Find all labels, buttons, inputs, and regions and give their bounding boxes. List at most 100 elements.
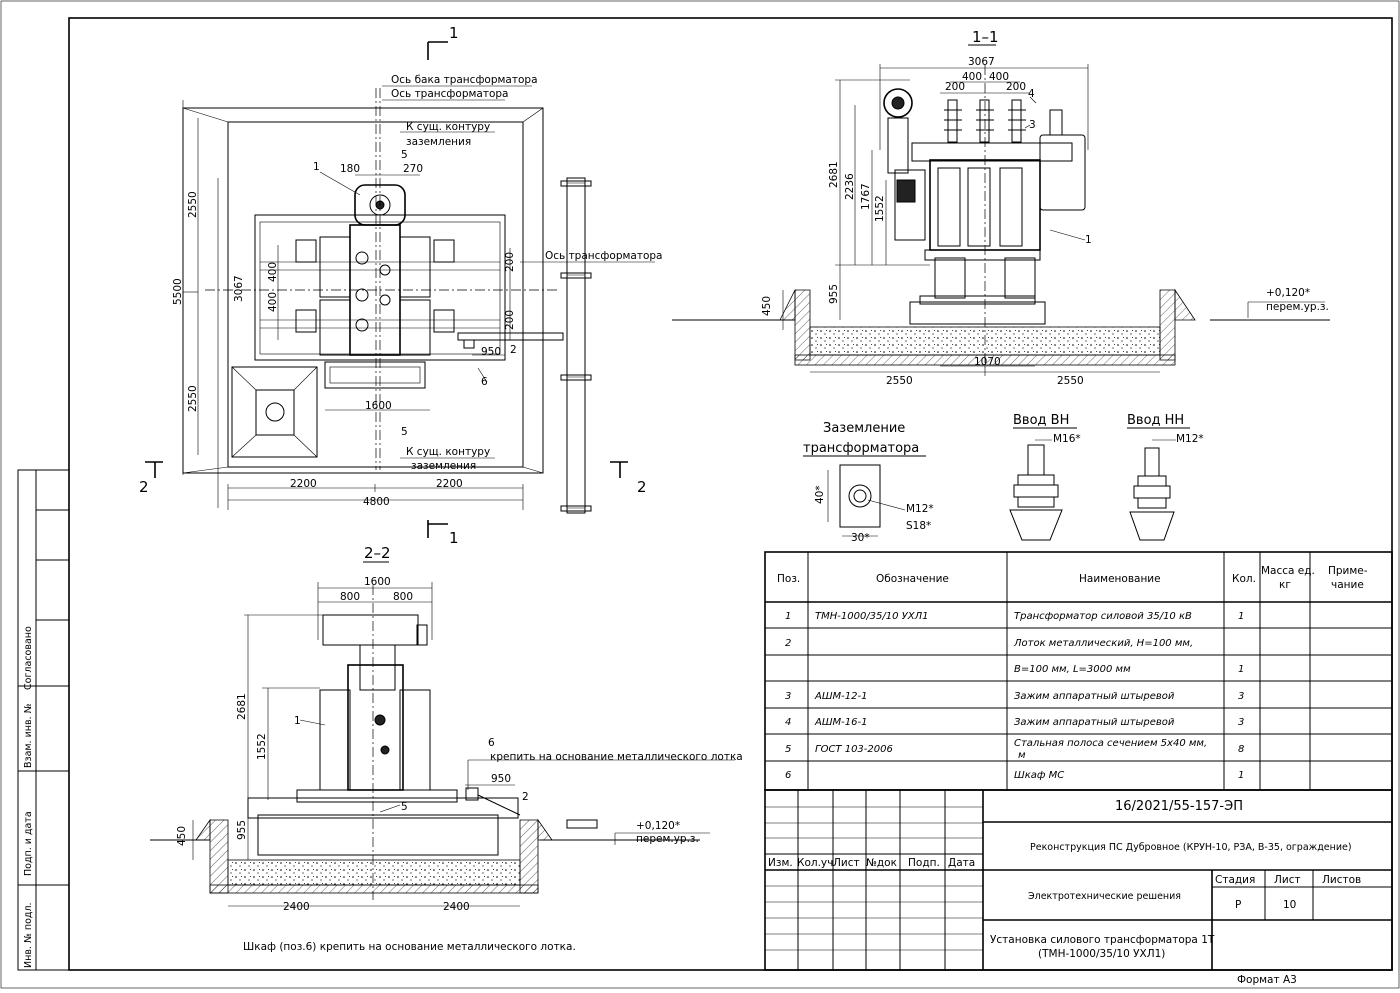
plan-dim-200-a: 200 — [504, 252, 516, 272]
s11-dim-1070: 1070 — [974, 356, 1001, 368]
plan-dim-4800: 4800 — [363, 496, 390, 508]
detail-g-dim-40: 40* — [814, 485, 826, 504]
s22-level: +0,120* — [636, 820, 680, 832]
plan-pos-2: 2 — [510, 344, 517, 356]
s22-pos-2: 2 — [522, 791, 529, 803]
s22-dim-450: 450 — [176, 826, 188, 846]
plan-ground-bottom-2: заземления — [411, 460, 476, 472]
plan-section-mark-left: 2 — [139, 478, 149, 496]
spec-header-note-1: Приме- — [1328, 565, 1368, 577]
plan-dim-2200-right: 2200 — [436, 478, 463, 490]
plan-dim-2550-top: 2550 — [187, 191, 199, 218]
spec-row-qty: 3 — [1238, 717, 1244, 728]
plan-dim-400-b: 400 — [267, 292, 279, 312]
plan-ground-top-1: К сущ. контуру — [406, 121, 490, 133]
plan-view: 1 1 2 2 Ось бака трансформатора Ось тран… — [139, 24, 662, 547]
tb-section: Электротехнические решения — [1028, 891, 1181, 902]
stamp-sign-date: Подп. и дата — [23, 811, 34, 876]
plan-pos-5-top: 5 — [401, 149, 408, 161]
plan-dim-950: 950 — [481, 346, 501, 358]
s11-pos-1: 1 — [1085, 234, 1092, 246]
details: Заземление трансформатора 40* 30* М12* S… — [803, 413, 1204, 544]
s22-dim-1552: 1552 — [256, 733, 268, 760]
sheet-frame — [68, 17, 1393, 971]
s11-dim-400-a: 400 — [962, 71, 982, 83]
tb-col-izm: Изм. — [768, 857, 793, 869]
s11-pos-4: 4 — [1028, 88, 1035, 100]
s22-dim-2400-left: 2400 — [283, 901, 310, 913]
tb-drawing-1: Установка силового трансформатора 1Т — [990, 934, 1215, 946]
detail-lv-thread: М12* — [1176, 433, 1204, 445]
s11-dim-200-b: 200 — [1006, 81, 1026, 93]
s22-level-note: перем.ур.з. — [636, 833, 699, 845]
s22-pos-5: 5 — [401, 801, 408, 813]
spec-row-pos: 3 — [785, 691, 791, 702]
spec-row-pos: 5 — [785, 744, 791, 755]
tb-code: 16/2021/55-157-ЭП — [1115, 799, 1243, 814]
s22-note-6: крепить на основание металлического лотк… — [490, 751, 743, 763]
spec-row-name: Лоток металлический, Н=100 мм, — [1013, 638, 1193, 649]
plan-section-mark-bottom: 1 — [449, 529, 459, 547]
plan-pos-5-bottom: 5 — [401, 426, 408, 438]
tb-col-data: Дата — [948, 857, 975, 869]
detail-g-s18: S18* — [906, 520, 931, 532]
s22-dim-2681: 2681 — [236, 693, 248, 720]
plan-section-mark-top: 1 — [449, 24, 459, 42]
plan-dim-200-b: 200 — [504, 310, 516, 330]
spec-row-qty: 8 — [1238, 744, 1244, 755]
plan-ground-bottom-1: К сущ. контуру — [406, 446, 490, 458]
plan-axis-tank: Ось бака трансформатора — [391, 74, 538, 86]
tb-format: Формат А3 — [1237, 974, 1297, 986]
s11-title: 1–1 — [972, 28, 999, 46]
spec-row-name: Стальная полоса сечением 5х40 мм, — [1014, 738, 1207, 749]
spec-row-qty: 3 — [1238, 691, 1244, 702]
tb-project: Реконструкция ПС Дубровное (КРУН-10, РЗА… — [1030, 842, 1352, 853]
tb-col-ndok: №док — [866, 857, 897, 869]
tb-sheet: 10 — [1283, 899, 1296, 911]
spec-row-name: Трансформатор силовой 35/10 кВ — [1014, 611, 1192, 622]
spec-row-designation: АШМ-12-1 — [814, 691, 867, 702]
s11-level-note: перем.ур.з. — [1266, 301, 1329, 313]
s11-dim-955: 955 — [828, 284, 840, 304]
plan-dim-5500: 5500 — [172, 278, 184, 305]
plan-axis-transformer-right: Ось трансформатора — [545, 250, 662, 262]
spec-header-mass-1: Масса ед. — [1261, 565, 1315, 577]
plan-ground-top-2: заземления — [406, 136, 471, 148]
s22-pos-1: 1 — [294, 715, 301, 727]
s11-dim-2236: 2236 — [844, 173, 856, 200]
spec-header-mass-2: кг — [1279, 579, 1291, 591]
stamp-replace-inv: Взам. инв. № — [23, 703, 34, 768]
spec-row-designation: АШМ-16-1 — [814, 717, 867, 728]
tb-col-kol: Кол.уч — [797, 857, 833, 869]
section-1-1: 1–1 3067 400 400 200 200 4 3 1 2681 2236… — [672, 28, 1330, 387]
spec-row-name: B=100 мм, L=3000 мм — [1014, 664, 1131, 675]
plan-pos-6: 6 — [481, 376, 488, 388]
plan-dim-2200-left: 2200 — [290, 478, 317, 490]
spec-header-note-2: чание — [1331, 579, 1364, 591]
s22-dim-800-a: 800 — [340, 591, 360, 603]
spec-row-pos: 2 — [785, 638, 791, 649]
tb-col-list: Лист — [833, 857, 860, 869]
spec-row-pos: 4 — [785, 717, 791, 728]
plan-dim-2550-bottom: 2550 — [187, 385, 199, 412]
s11-dim-2681: 2681 — [828, 161, 840, 188]
tb-sheets-label: Листов — [1322, 874, 1361, 886]
side-stamp: Согласовано Взам. инв. № Подп. и дата Ин… — [17, 469, 70, 971]
stamp-inv-orig: Инв. № подл. — [23, 902, 34, 968]
detail-grounding-title-1: Заземление — [823, 421, 905, 436]
s11-dim-1767: 1767 — [860, 183, 872, 210]
s11-dim-2550-left: 2550 — [886, 375, 913, 387]
s22-dim-1600: 1600 — [364, 576, 391, 588]
spec-row-name: Зажим аппаратный штыревой — [1014, 691, 1175, 702]
s11-dim-1552: 1552 — [874, 195, 886, 222]
spec-table: Поз. Обозначение Наименование Кол. Масса… — [764, 551, 1393, 791]
detail-g-m12: М12* — [906, 503, 934, 515]
spec-row-designation: ГОСТ 103-2006 — [815, 744, 893, 755]
tb-stage: Р — [1235, 899, 1241, 911]
spec-header-pos: Поз. — [777, 573, 800, 585]
plan-axis-transformer: Ось трансформатора — [391, 88, 508, 100]
spec-row-qty: 1 — [1238, 664, 1244, 675]
spec-row-pos: 6 — [785, 770, 791, 781]
